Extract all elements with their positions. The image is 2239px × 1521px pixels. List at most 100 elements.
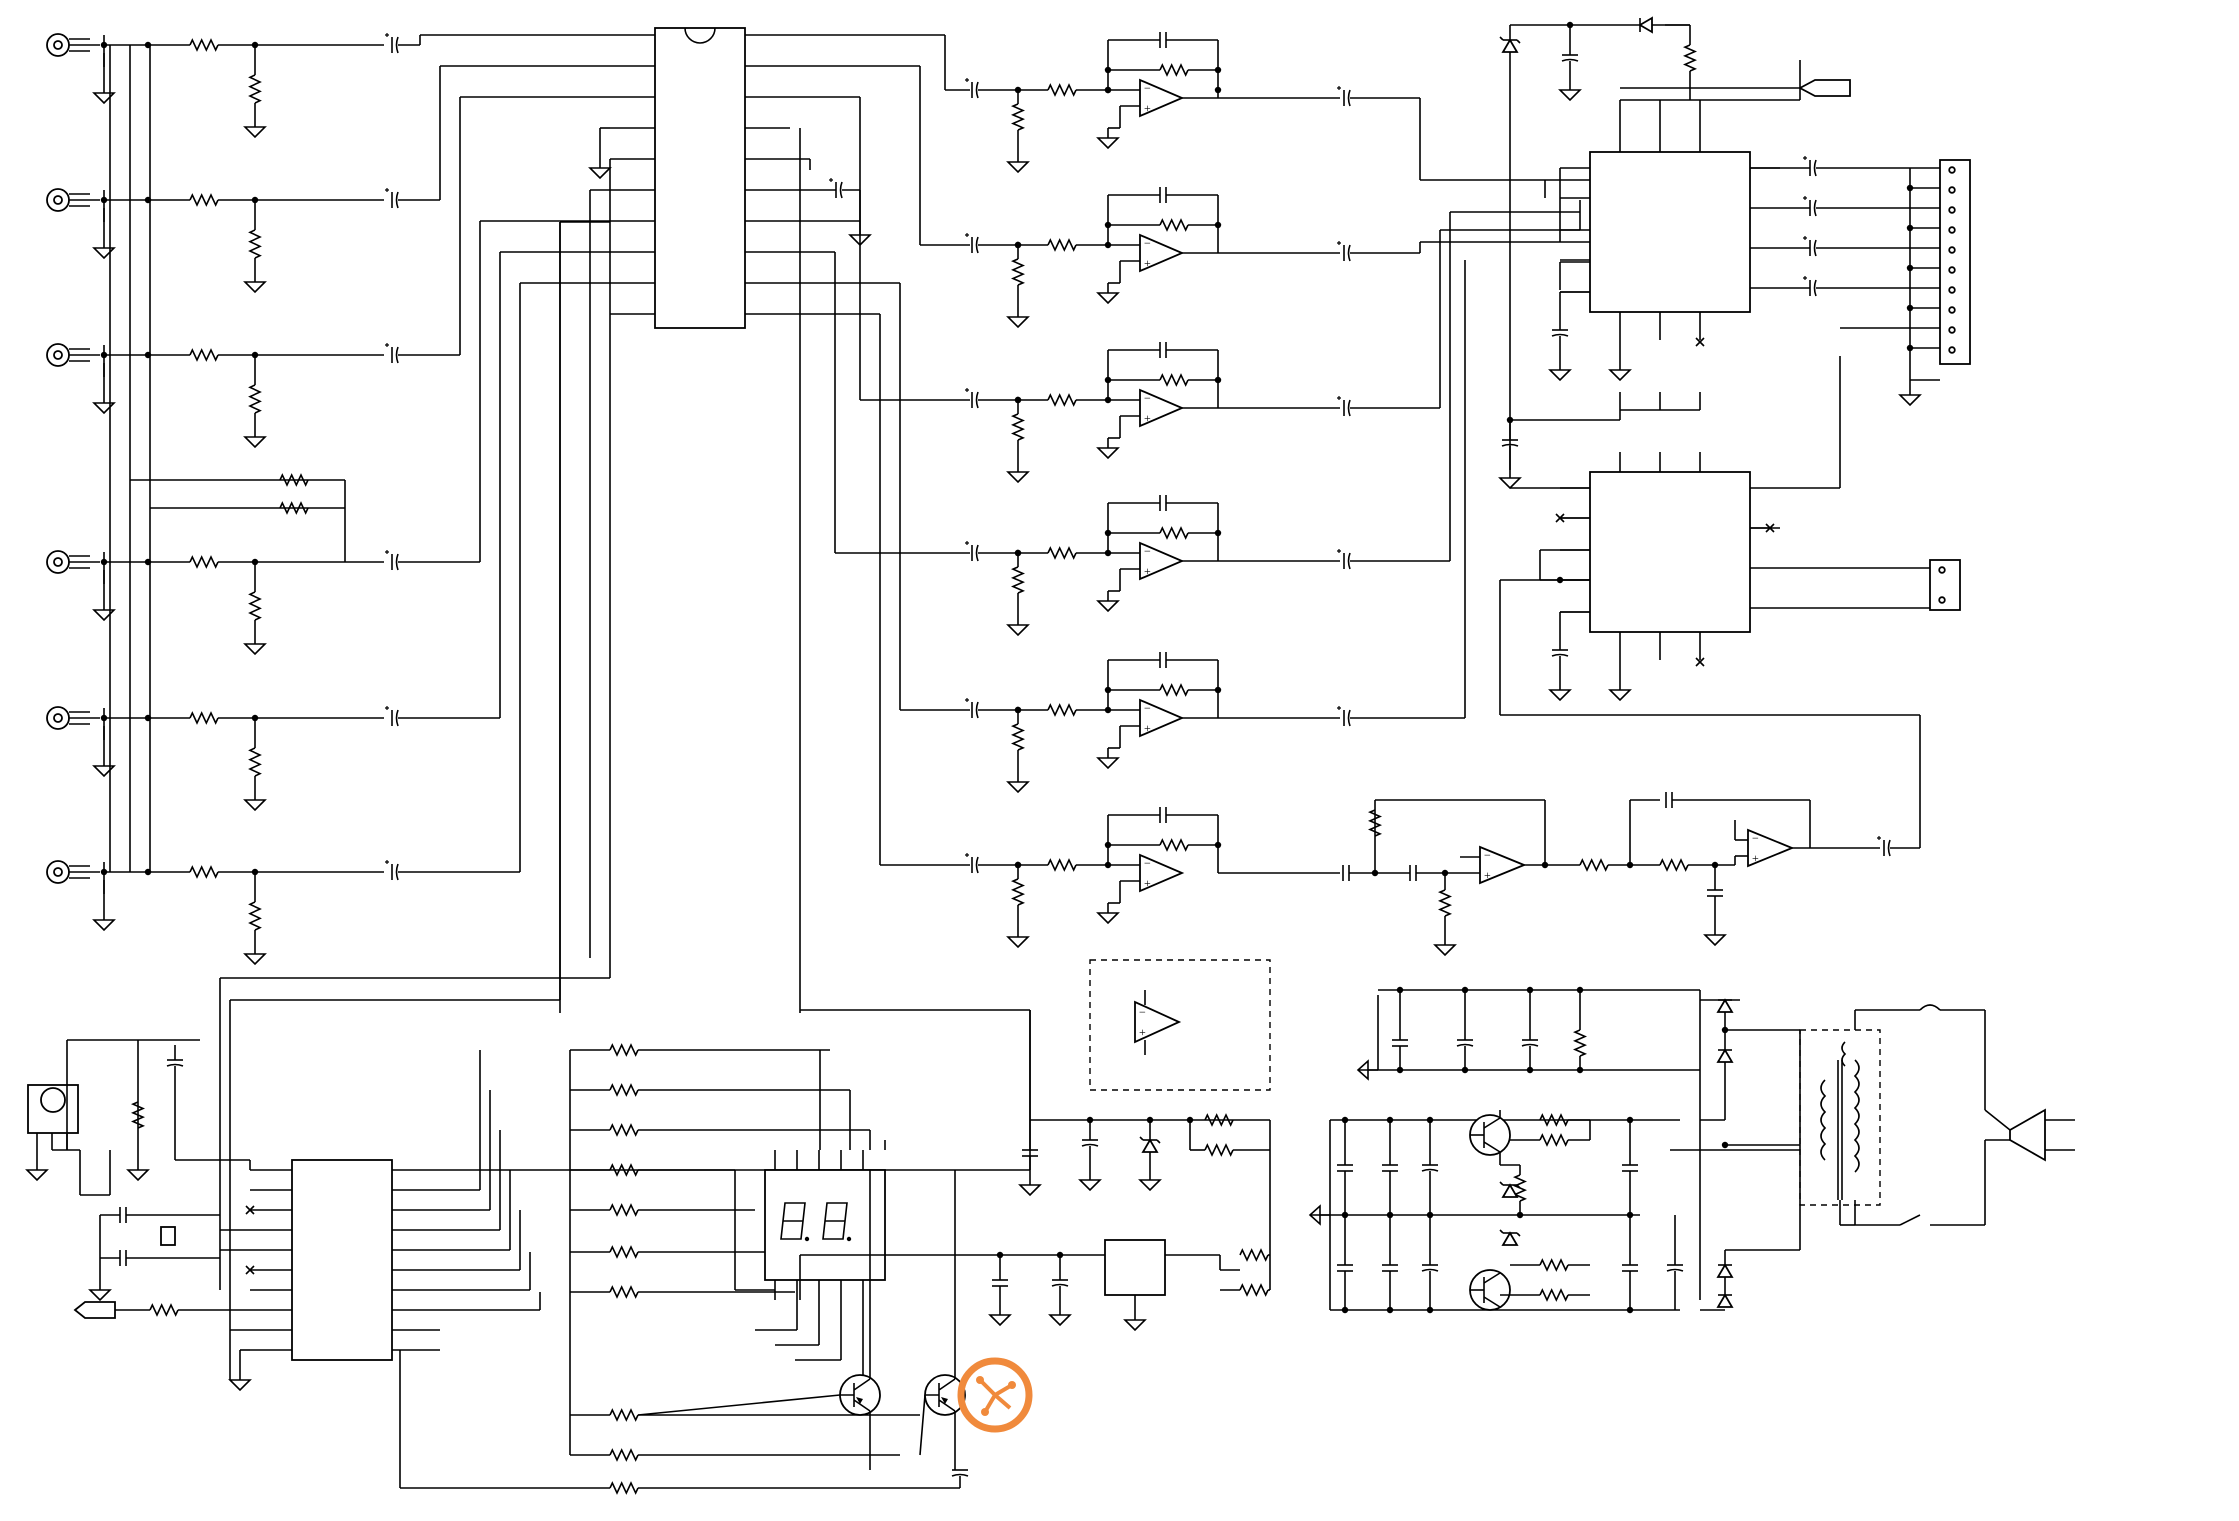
resistor-symbol (609, 1245, 639, 1259)
junction (1386, 1306, 1394, 1314)
junction (1214, 66, 1222, 74)
ground-symbol (243, 117, 267, 139)
ground-symbol (1006, 772, 1030, 794)
opamp-stage: −+ (790, 96, 1420, 484)
capacitor-symbol (965, 388, 979, 409)
junction (1576, 986, 1584, 994)
opamp-stage: −+ (790, 65, 1420, 329)
fuse-symbol (1919, 1004, 1941, 1011)
junction (1526, 986, 1534, 994)
opamp-symbol: −+ (1139, 233, 1185, 273)
diode-symbol (1716, 1293, 1734, 1308)
resistor-symbol (1579, 858, 1609, 872)
resistor-symbol (248, 901, 262, 931)
capacitor-symbol (965, 541, 979, 562)
connector-pin (1948, 186, 1956, 194)
svg-text:+: + (1752, 851, 1759, 865)
tda7377-chip (1589, 151, 1751, 313)
junction (1906, 184, 1914, 192)
resistor-symbol (1437, 889, 1453, 917)
ground-symbol (228, 1370, 252, 1392)
svg-text:+: + (1144, 101, 1151, 115)
rca-jack-center (53, 867, 63, 877)
wire (637, 1394, 841, 1416)
capacitor-symbol (1081, 1139, 1099, 1147)
opamp-to-amp-routing (1419, 98, 1590, 719)
svg-text:−: − (1144, 701, 1151, 715)
svg-text:−: − (1144, 544, 1151, 558)
capacitor-symbol (1666, 1264, 1684, 1272)
junction (1014, 861, 1022, 869)
resistor-symbol (1159, 218, 1189, 232)
ground-symbol (1558, 80, 1582, 102)
ground-symbol (1138, 1170, 1162, 1192)
resistor-symbol (1010, 723, 1026, 751)
resistor-symbol (1010, 566, 1026, 594)
rca-jack-center (53, 195, 63, 205)
junction (1146, 1116, 1154, 1124)
transformer-outline (1799, 1029, 1881, 1206)
ir-receiver (25, 1039, 200, 1196)
wire (1483, 1141, 1501, 1153)
opamp-symbol: −+ (1139, 698, 1185, 738)
resistor-symbol (279, 501, 309, 515)
connector-pin (1948, 166, 1956, 174)
opamp-symbol: −+ (1139, 78, 1185, 118)
resistor-symbol (1239, 1248, 1269, 1262)
junction (1014, 549, 1022, 557)
tl084-power-note: −+ (1089, 959, 1271, 1091)
crystal-symbol (160, 1226, 176, 1246)
capacitor-symbol (1337, 549, 1351, 570)
rca-jack-center (53, 557, 63, 567)
transformer-secondary-coil (1820, 1079, 1827, 1161)
capacitor-symbol (1521, 1039, 1539, 1047)
junction (1426, 1306, 1434, 1314)
capacitor-symbol (1803, 236, 1817, 257)
capacitor-symbol (1421, 1264, 1439, 1272)
capacitor-symbol (385, 33, 399, 54)
capacitor-symbol (1382, 1164, 1398, 1172)
78l05-regulator (1104, 1239, 1166, 1296)
diode-symbol (1716, 1048, 1734, 1063)
resistor-symbol (1047, 546, 1077, 560)
resistor-symbol (130, 1101, 146, 1129)
resistor-symbol (1659, 858, 1689, 872)
svg-text:+: + (1144, 721, 1151, 735)
svg-text:−: − (1752, 831, 1759, 845)
junction (1214, 376, 1222, 384)
ground-symbol (92, 238, 116, 260)
resistor-symbol (1047, 858, 1077, 872)
at89c2051-chip (291, 1159, 393, 1361)
mute-net-flag (1798, 79, 1851, 97)
tda7377-chip (1589, 471, 1751, 633)
ground-symbol (25, 1160, 49, 1182)
resistor-symbol (149, 1303, 179, 1317)
resistor-symbol (1159, 63, 1189, 77)
tda7377-amp-bottom (1510, 356, 1930, 702)
rca-input-row (46, 860, 520, 966)
diode-symbol (1716, 1263, 1734, 1278)
resistor-symbol (248, 747, 262, 777)
junction (100, 41, 108, 49)
ground-symbol (1096, 903, 1120, 925)
ground-symbol (1433, 935, 1457, 957)
dzsc-watermark (957, 1357, 1033, 1433)
svg-text:+: + (1144, 411, 1151, 425)
capacitor-symbol (965, 78, 979, 99)
junction (1104, 686, 1112, 694)
no-connect-mark (245, 1205, 255, 1215)
capacitor-symbol (385, 343, 399, 364)
junction (1526, 1066, 1534, 1074)
junction (1186, 1116, 1194, 1124)
svg-text:+: + (1144, 256, 1151, 270)
svg-text:−: − (1139, 1005, 1146, 1019)
svg-text:−: − (1144, 81, 1151, 95)
ground-symbol (588, 158, 612, 180)
junction (1626, 1211, 1634, 1219)
ground-symbol (243, 272, 267, 294)
capacitor-symbol (965, 698, 979, 719)
junction (1104, 86, 1112, 94)
capacitor-symbol (1159, 807, 1167, 823)
ir-lens-icon (40, 1087, 66, 1113)
junction (1214, 529, 1222, 537)
